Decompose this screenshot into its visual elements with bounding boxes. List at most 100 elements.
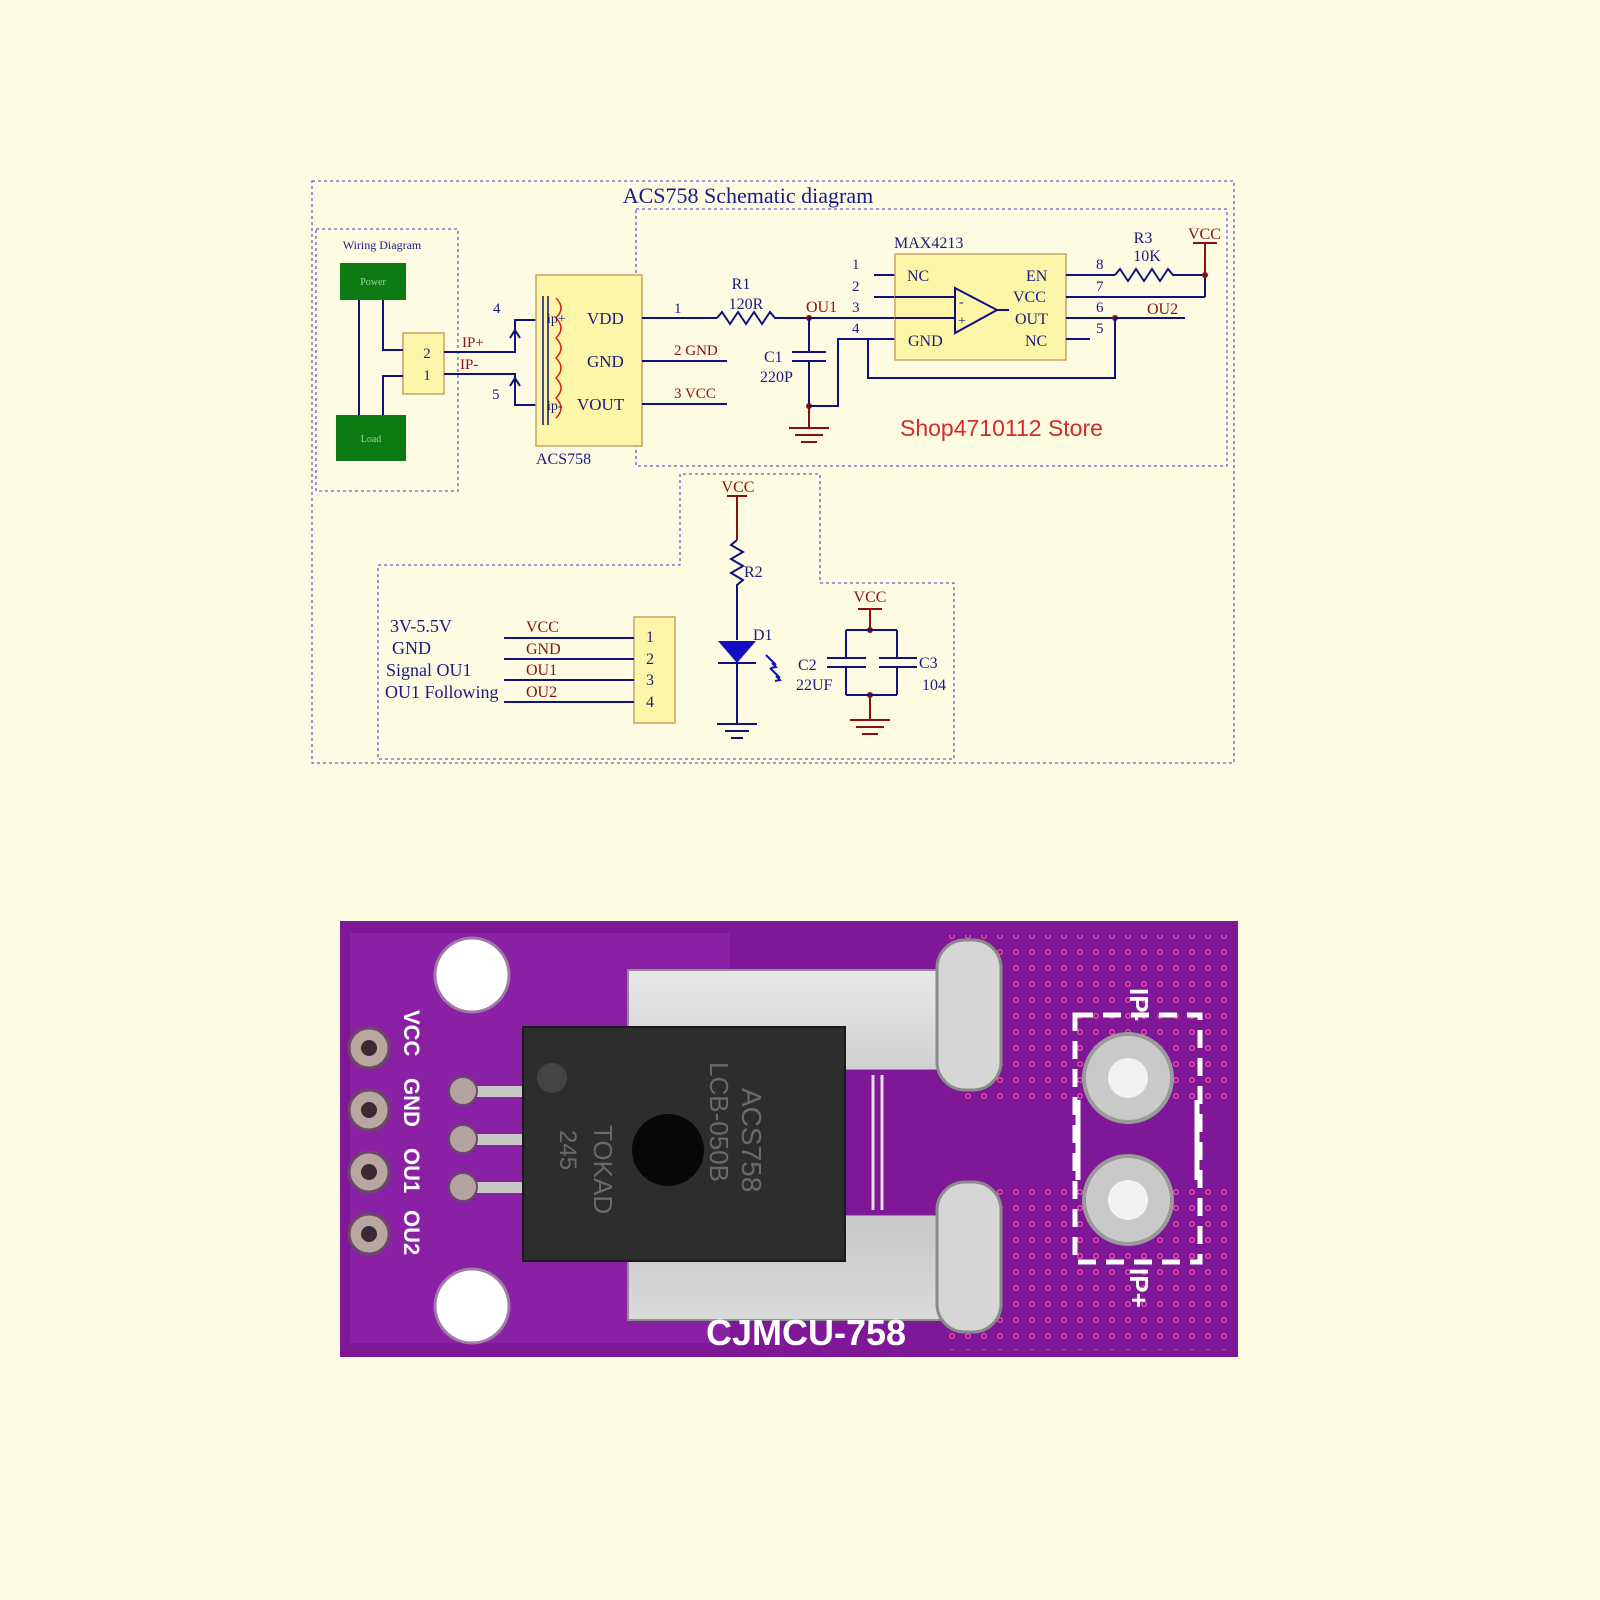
max-pin-stubs-left [874, 274, 895, 298]
acs758-vout: VOUT [577, 395, 625, 414]
wiring-pin-2: 2 [423, 346, 431, 362]
pad-gnd [347, 1088, 391, 1132]
conn-pin-2: 2 [646, 651, 654, 668]
ground-symbol-led [717, 723, 757, 739]
conn-desc-2: GND [392, 638, 431, 658]
ground-symbol-1 [789, 406, 829, 443]
conn-net-1: VCC [526, 619, 559, 636]
r3-resistor [1114, 267, 1206, 297]
terminal-ring-minus [1082, 1032, 1174, 1124]
chip-marking-1: ACS758 [736, 1088, 767, 1192]
current-bus-tabs [627, 969, 961, 1321]
terminal-outline [1072, 1012, 1203, 1265]
load-box [336, 415, 406, 461]
max4213-name: MAX4213 [894, 235, 963, 252]
pad-ou2 [347, 1212, 391, 1256]
acs758-net-2: 2 GND [674, 343, 718, 359]
max-pin-1: 1 [852, 257, 860, 273]
pad-vcc-hole [361, 1040, 377, 1056]
d1-wires [718, 662, 756, 724]
pad-vcc [347, 1026, 391, 1070]
ou1-label: OU1 [806, 299, 837, 316]
mount-hole-top [433, 936, 511, 1014]
acs758-ip-minus: ip- [547, 399, 563, 414]
ip-wires [444, 331, 516, 392]
schematic-diagram: ACS758 Schematic diagram Wiring Diagram … [311, 180, 1235, 764]
opamp-symbol [954, 286, 1000, 335]
connector-frame [377, 473, 955, 760]
conn-desc-1: 3V-5.5V [390, 616, 452, 636]
max-pin-4: 4 [852, 321, 860, 337]
lead-1 [455, 1086, 527, 1097]
pcb-vias-top [940, 935, 1230, 1105]
conn-net-4: OU2 [526, 684, 557, 701]
d1-light-arrows [765, 654, 783, 682]
power-box [340, 263, 406, 300]
max-input-wires [809, 317, 895, 407]
board-name: CJMCU-758 [706, 1312, 906, 1353]
silk-vcc: VCC [399, 1010, 424, 1057]
acs758-chip [535, 274, 643, 447]
c3-value: 104 [922, 677, 946, 694]
acs758-outputs [642, 317, 727, 405]
tab-slot-lines [871, 1075, 884, 1210]
acs758-ip-plus: ip+ [547, 312, 566, 327]
schematic-title: ACS758 Schematic diagram [623, 183, 874, 208]
r1-resistor [716, 310, 809, 326]
conn-pin-1: 1 [646, 629, 654, 646]
ip-minus-label: IP- [460, 357, 478, 373]
vcc-symbol-r3 [1193, 242, 1217, 275]
ou2-feedback [867, 317, 1185, 379]
connector-wires [504, 637, 634, 703]
pad-gnd-hole [361, 1102, 377, 1118]
silk-ou1: OU1 [399, 1148, 424, 1193]
max4213-en: EN [1026, 268, 1048, 285]
max-pin-stubs-right [1066, 274, 1205, 340]
vcc-label-cap: VCC [854, 589, 887, 606]
max4213-nc2: NC [1025, 333, 1047, 350]
max-pin-8: 8 [1096, 257, 1104, 273]
max-pin-5: 5 [1096, 321, 1104, 337]
acs758-net-3: 3 VCC [674, 386, 716, 402]
mount-hole-bottom [433, 1267, 511, 1345]
chip-marking-2: LCB-050B [704, 1062, 734, 1182]
r3-name: R3 [1134, 230, 1153, 247]
max4213-chip [894, 253, 1067, 361]
pcb-left-zone [350, 933, 730, 1343]
power-label: Power [360, 277, 386, 288]
acs758-net-1: 1 [674, 301, 682, 317]
c2-c3-capacitors [827, 629, 917, 696]
vcc-symbol-led [727, 495, 747, 540]
terminal-ring-plus [1082, 1154, 1174, 1246]
conn-net-3: OU1 [526, 662, 557, 679]
vcc-label-r3: VCC [1188, 226, 1221, 243]
r3-value: 10K [1133, 248, 1161, 265]
wiring-wires [358, 300, 403, 415]
wire-5-label: 5 [492, 387, 500, 403]
opamp-plus: + [958, 314, 966, 329]
acs758-coil [554, 297, 562, 419]
conn-desc-3: Signal OU1 [386, 660, 472, 680]
max4213-vcc: VCC [1013, 289, 1046, 306]
terminal-outline-sides [1075, 1100, 1200, 1180]
ip-plus-label: IP+ [462, 335, 484, 351]
pin1-marker [537, 1063, 567, 1093]
max-pin-6: 6 [1096, 300, 1104, 316]
chip-marking-4: 245 [554, 1130, 581, 1170]
wire-4-label: 4 [493, 301, 501, 317]
opamp-wires [895, 296, 1009, 319]
terminal-hole-plus [1108, 1180, 1148, 1220]
ip-wires-in [514, 319, 537, 406]
ip-minus-silkscreen: IP- [1124, 988, 1154, 1021]
c2-value: 22UF [796, 677, 833, 694]
acs758-gnd: GND [587, 352, 624, 371]
max-pin-7: 7 [1096, 279, 1104, 295]
c1-value: 220P [760, 369, 793, 386]
r1-value: 120R [729, 296, 764, 313]
pad-ou1 [347, 1150, 391, 1194]
conn-pin-4: 4 [646, 694, 654, 711]
r2-resistor [729, 539, 745, 640]
wiring-title: Wiring Diagram [343, 238, 422, 252]
tab-solder-top [935, 938, 1003, 1092]
lead-3 [455, 1182, 527, 1193]
